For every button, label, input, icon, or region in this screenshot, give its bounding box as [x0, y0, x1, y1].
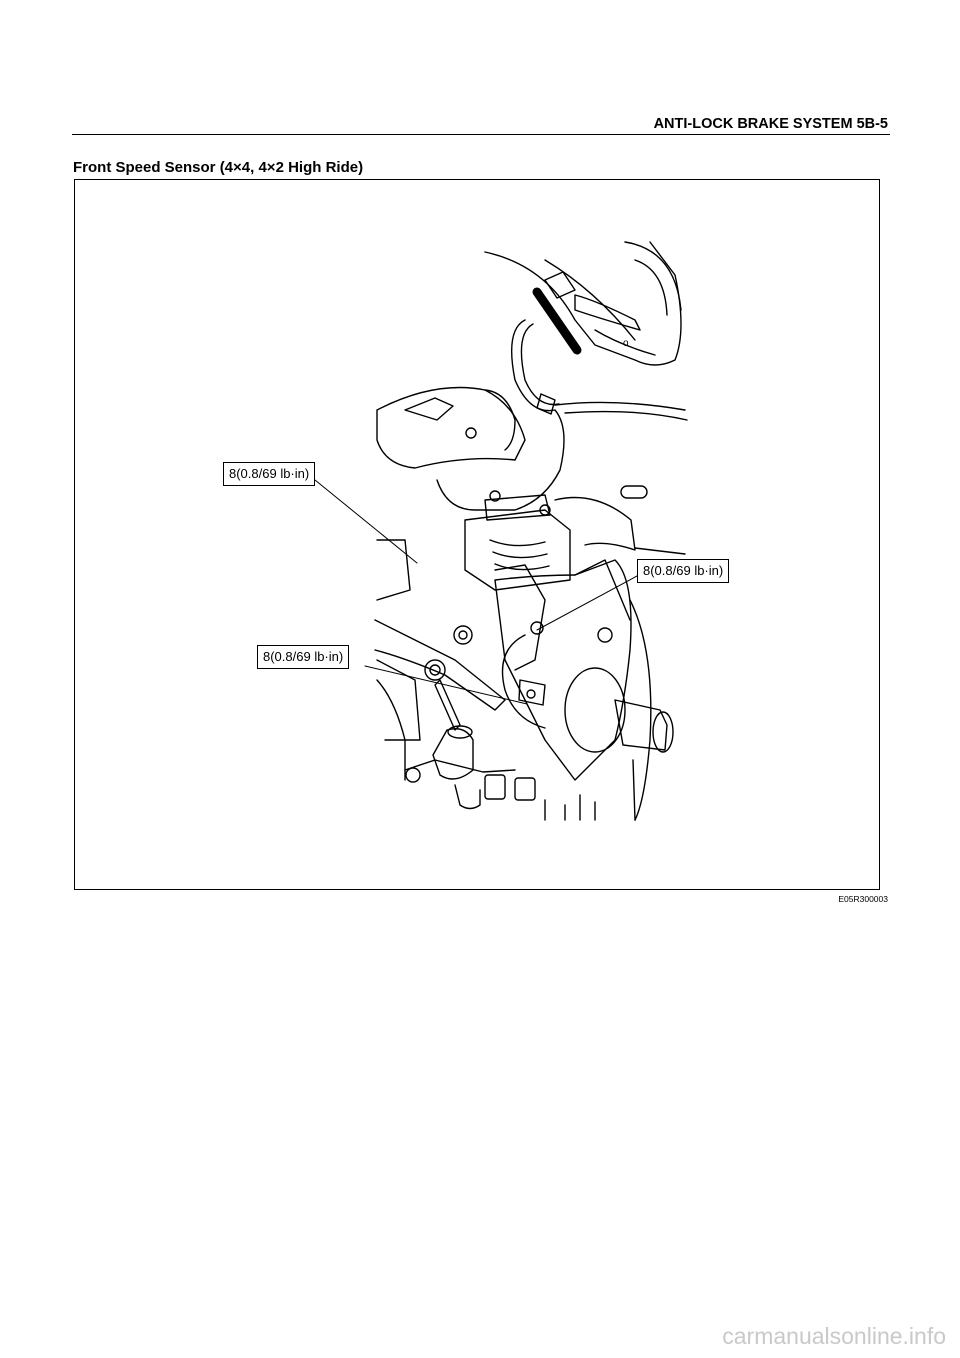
upper-bracket	[594, 329, 656, 356]
brake-hose	[436, 319, 565, 511]
rotor-edge	[629, 599, 652, 821]
leader-line-right	[536, 575, 638, 631]
caliper-bellows	[489, 539, 550, 571]
oval-slot	[620, 485, 648, 499]
frame-left	[376, 539, 411, 601]
stabilizer-link	[434, 679, 461, 731]
lower-hatch	[544, 759, 636, 821]
shock-lower	[376, 659, 421, 741]
spindle	[614, 699, 668, 751]
spindle-end	[652, 711, 674, 753]
torque-callout-right: 8(0.8/69 lb·in)	[637, 559, 730, 583]
caliper-body	[464, 509, 571, 591]
knuckle-arm	[574, 559, 631, 621]
section-title: Front Speed Sensor (4×4, 4×2 High Ride)	[73, 159, 364, 176]
shield-bolt	[465, 427, 477, 439]
leader-line-lower	[364, 665, 528, 705]
sensor-bolt-upper	[530, 621, 544, 635]
torque-callout-lower: 8(0.8/69 lb·in)	[257, 645, 350, 669]
caliper-mount-bolt	[453, 625, 473, 645]
figure-frame: o	[74, 179, 880, 890]
watermark: carmanualsonline.info	[722, 1323, 946, 1349]
page-header: ANTI-LOCK BRAKE SYSTEM 5B-5	[72, 112, 890, 135]
speed-sensor-illustration: o	[314, 241, 688, 821]
tie-rod-boot	[454, 784, 481, 810]
harness-tube	[574, 294, 641, 331]
brake-hose-inner	[520, 323, 560, 406]
page-title: ANTI-LOCK BRAKE SYSTEM 5B-5	[653, 116, 888, 132]
fender-inner	[544, 259, 636, 341]
svg-text:o: o	[623, 338, 629, 349]
shield-tab	[404, 397, 454, 421]
frame-edge	[554, 496, 636, 551]
cap-right	[514, 777, 536, 801]
wheel-arch-inner	[634, 259, 668, 316]
sensor-bolt-lower	[526, 689, 536, 699]
sensor-harness-thick	[532, 287, 582, 355]
brake-line-upper	[554, 401, 686, 411]
control-arm	[374, 619, 506, 711]
fender-panel	[484, 241, 682, 366]
caliper-top	[484, 494, 551, 521]
frame-line	[634, 547, 686, 555]
torque-callout-upper: 8(0.8/69 lb·in)	[223, 462, 316, 486]
shield-rim	[484, 389, 516, 451]
tie-rod-nut	[405, 767, 421, 783]
speed-sensor-bracket	[494, 564, 546, 671]
caliper-bolt-top	[539, 504, 551, 516]
figure-code: E05R300003	[838, 894, 888, 904]
cap-left	[484, 774, 506, 800]
speed-sensor	[518, 679, 546, 706]
knuckle-bolt	[597, 627, 613, 643]
arm-bushing	[424, 659, 446, 681]
harness-clip	[544, 271, 576, 299]
wheel-arch	[624, 241, 682, 311]
frame-left-lower	[376, 679, 406, 781]
bleeder-screw	[489, 490, 501, 502]
hub-flange	[564, 667, 626, 753]
hose-clip	[536, 393, 556, 415]
leader-line-top	[314, 479, 418, 564]
steering-knuckle	[494, 559, 632, 781]
splash-shield	[376, 386, 526, 469]
brake-line-lower	[564, 410, 688, 421]
sensor-wire	[501, 634, 546, 729]
tie-rod	[404, 759, 516, 773]
